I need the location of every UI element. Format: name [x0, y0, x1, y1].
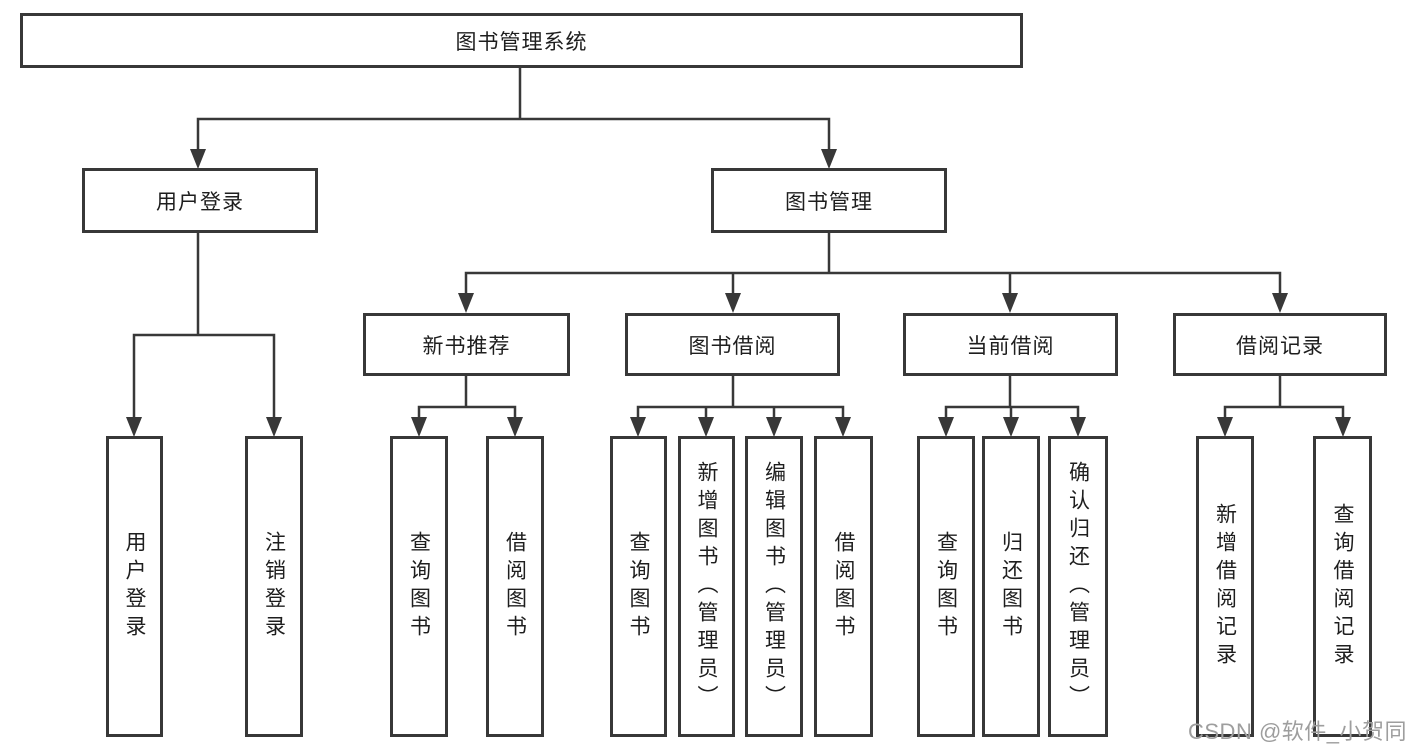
leaf-label: 借阅图书 — [832, 530, 855, 643]
leaf-label: 确认归还（管理员） — [1066, 460, 1090, 713]
leaf-label: 查询图书 — [627, 530, 650, 643]
leaf-label: 新增图书（管理员） — [695, 460, 718, 713]
leaf-record-add-borrow-record: 新增借阅记录 — [1196, 436, 1254, 737]
current-borrow-box: 当前借阅 — [903, 313, 1118, 376]
leaf-user-login: 用户登录 — [106, 436, 163, 737]
borrow-record-box: 借阅记录 — [1173, 313, 1387, 376]
leaf-current-return-books: 归还图书 — [982, 436, 1040, 737]
leaf-label: 借阅图书 — [503, 530, 527, 643]
csdn-watermark: CSDN @软件_小贺同学 — [1188, 719, 1405, 744]
leaf-label: 注销登录 — [262, 530, 286, 643]
leaf-borrow-query-books: 查询图书 — [610, 436, 667, 737]
leaf-record-query-borrow-record: 查询借阅记录 — [1313, 436, 1372, 737]
leaf-label: 归还图书 — [999, 530, 1023, 643]
leaf-label: 查询图书 — [407, 530, 431, 643]
leaf-label: 查询图书 — [934, 530, 958, 643]
leaf-newbook-borrow-books: 借阅图书 — [486, 436, 544, 737]
book-management-box: 图书管理 — [711, 168, 947, 233]
leaf-newbook-query-books: 查询图书 — [390, 436, 448, 737]
leaf-label: 新增借阅记录 — [1213, 502, 1237, 671]
leaf-borrow-add-books-admin: 新增图书（管理员） — [678, 436, 735, 737]
leaf-label: 查询借阅记录 — [1331, 502, 1354, 671]
user-login-box: 用户登录 — [82, 168, 318, 233]
leaf-label: 用户登录 — [123, 530, 146, 643]
system-root-box: 图书管理系统 — [20, 13, 1023, 68]
leaf-current-confirm-return-admin: 确认归还（管理员） — [1048, 436, 1108, 737]
leaf-logout: 注销登录 — [245, 436, 303, 737]
leaf-current-query-books: 查询图书 — [917, 436, 975, 737]
leaf-borrow-edit-books-admin: 编辑图书（管理员） — [745, 436, 803, 737]
leaf-borrow-borrow-books: 借阅图书 — [814, 436, 873, 737]
leaf-label: 编辑图书（管理员） — [762, 460, 786, 713]
book-borrow-box: 图书借阅 — [625, 313, 840, 376]
new-book-recommend-box: 新书推荐 — [363, 313, 570, 376]
